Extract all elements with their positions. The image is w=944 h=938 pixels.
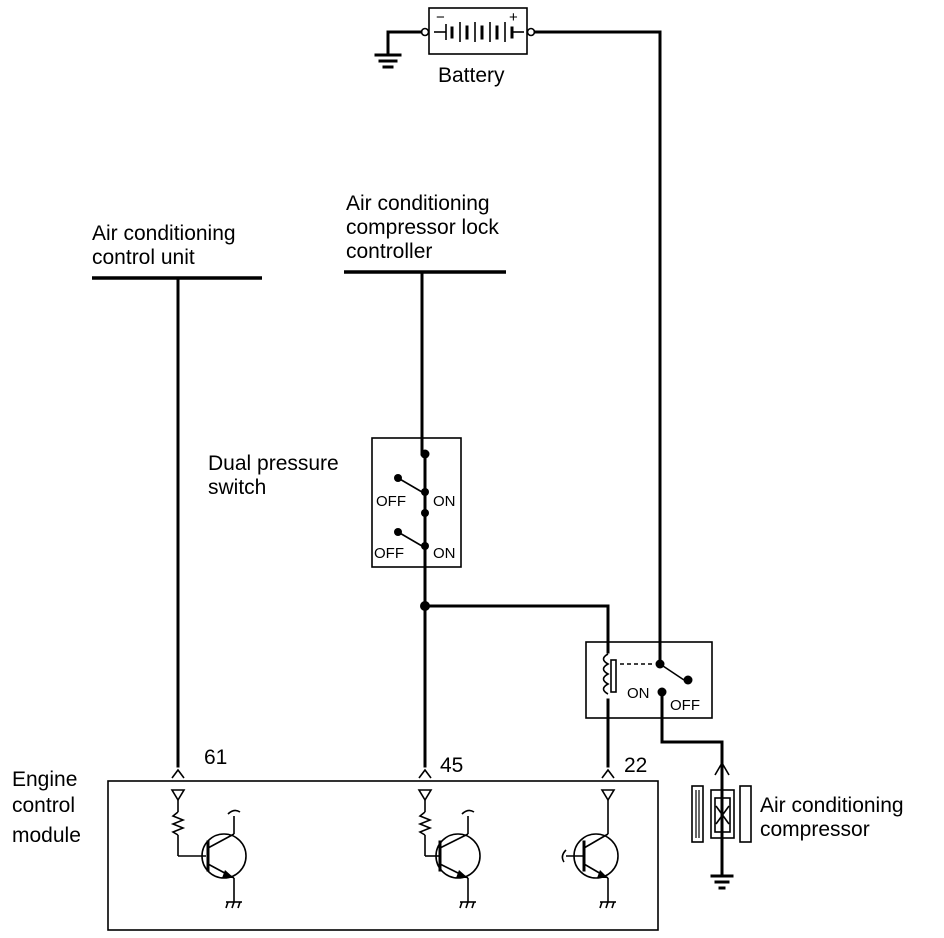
junction-dot [420,601,430,611]
compressor-label-1: Air conditioning [760,794,904,817]
switch1-off-label: OFF [376,493,406,510]
battery-ground [374,30,423,69]
dual-pressure-label-1: Dual pressure [208,452,339,475]
ecm-transistor-61 [170,789,247,909]
compressor-relay [585,641,713,719]
compressor-lock-label-2: compressor lock [346,216,499,239]
wire-relay-to-compressor [660,690,724,764]
ac-control-unit-label-2: control unit [92,246,195,269]
connector-22 [601,768,615,779]
ecm-transistor-22 [561,789,619,909]
relay-off-label: OFF [670,697,700,714]
wire-junction-to-relay-coil [423,604,610,654]
switch1-on-label: ON [433,493,456,510]
engine-control-module-box [107,780,659,931]
battery-label: Battery [438,64,505,87]
battery-symbol: − + [420,7,536,55]
terminal-22-label: 22 [624,754,647,777]
battery-minus-sign: − [436,9,445,26]
ac-compressor-clutch [691,761,752,890]
compressor-lock-label-1: Air conditioning [346,192,490,215]
ecm-label-2: control [12,794,75,817]
ecm-label-3: module [12,824,81,847]
switch2-off-label: OFF [374,545,404,562]
compressor-lock-label-3: controller [346,240,432,263]
battery-plus-sign: + [509,9,518,26]
switch2-on-label: ON [433,545,456,562]
compressor-label-2: compressor [760,818,870,841]
connector-45 [418,768,432,779]
battery-positive-wire [533,30,662,664]
dual-pressure-label-2: switch [208,476,266,499]
relay-on-label: ON [627,685,650,702]
terminal-45-label: 45 [440,754,463,777]
connector-61 [171,768,185,779]
terminal-61-label: 61 [204,746,227,769]
dual-pressure-switch [371,437,462,568]
ac-control-unit-label-1: Air conditioning [92,222,236,245]
ecm-transistor-45 [417,789,481,909]
ecm-label-1: Engine [12,768,77,791]
